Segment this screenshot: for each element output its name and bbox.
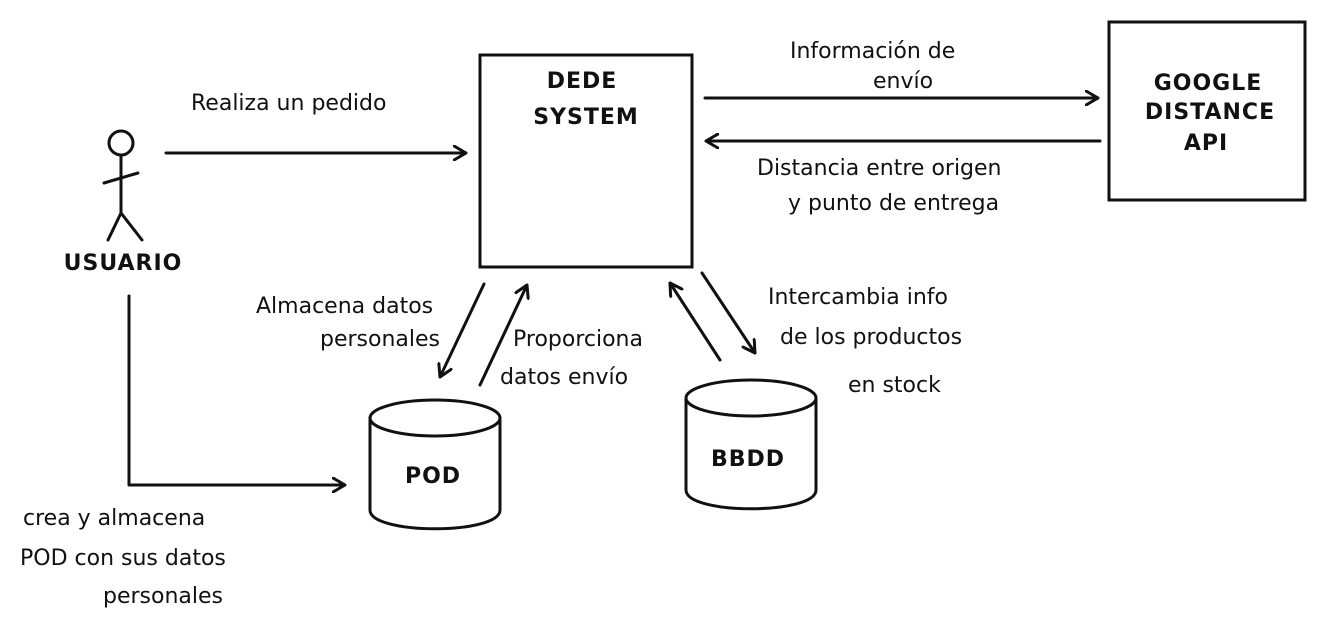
arrow-dede-to-bbdd [700,271,757,355]
label-realiza-pedido: Realiza un pedido [191,91,386,116]
label-crea-line3: personales [103,584,223,609]
pod-cylinder-top [368,398,502,438]
edge-labels: Realiza un pedido Información de envío D… [20,39,1002,609]
google-api-box [1107,20,1307,202]
user-label: USUARIO [64,251,183,276]
label-info-envio-line2: envío [873,69,933,94]
pod-cylinder-body [368,418,502,531]
dede-system-box [478,53,694,269]
bbdd-label: BBDD [711,447,785,472]
label-crea-line1: crea y almacena [23,506,205,531]
arrow-user-to-pod [127,294,347,485]
bbdd-cylinder-top [684,378,818,418]
google-api-label-line2: DISTANCE [1145,100,1275,125]
bbdd-database: BBDD [684,378,818,511]
label-intercambia-line3: en stock [848,373,941,398]
bbdd-cylinder-body [684,398,818,511]
label-proporciona-line2: datos envío [500,365,628,390]
user-right-leg [119,211,144,242]
label-intercambia-line2: de los productos [780,325,962,350]
label-almacena-line1: Almacena datos [256,294,433,319]
user-actor: USUARIO [64,129,183,276]
label-distancia-line2: y punto de entrega [788,191,999,216]
google-api-label-line1: GOOGLE [1154,71,1263,96]
arrow-dede-to-pod [440,282,486,379]
arrow-pod-to-dede [478,283,527,387]
pod-database: POD [368,398,502,531]
label-crea-line2: POD con sus datos [20,546,226,571]
user-arms [102,171,140,185]
label-proporciona-line1: Proporciona [513,327,643,352]
label-distancia-line1: Distancia entre origen [757,156,1002,181]
google-api-label-line3: API [1184,131,1228,156]
google-api-node: GOOGLE DISTANCE API [1107,20,1307,202]
dede-system-label-line1: DEDE [547,69,618,94]
arrow-bbdd-to-dede [668,281,722,362]
arrows [127,98,1102,485]
label-intercambia-line1: Intercambia info [768,285,948,310]
label-info-envio-line1: Información de [790,39,955,64]
user-head [107,129,135,157]
user-left-leg [106,211,123,242]
dede-system-label-line2: SYSTEM [533,105,639,130]
dede-system-node: DEDE SYSTEM [478,53,694,269]
label-almacena-line2: personales [320,327,440,352]
pod-label: POD [405,464,461,489]
